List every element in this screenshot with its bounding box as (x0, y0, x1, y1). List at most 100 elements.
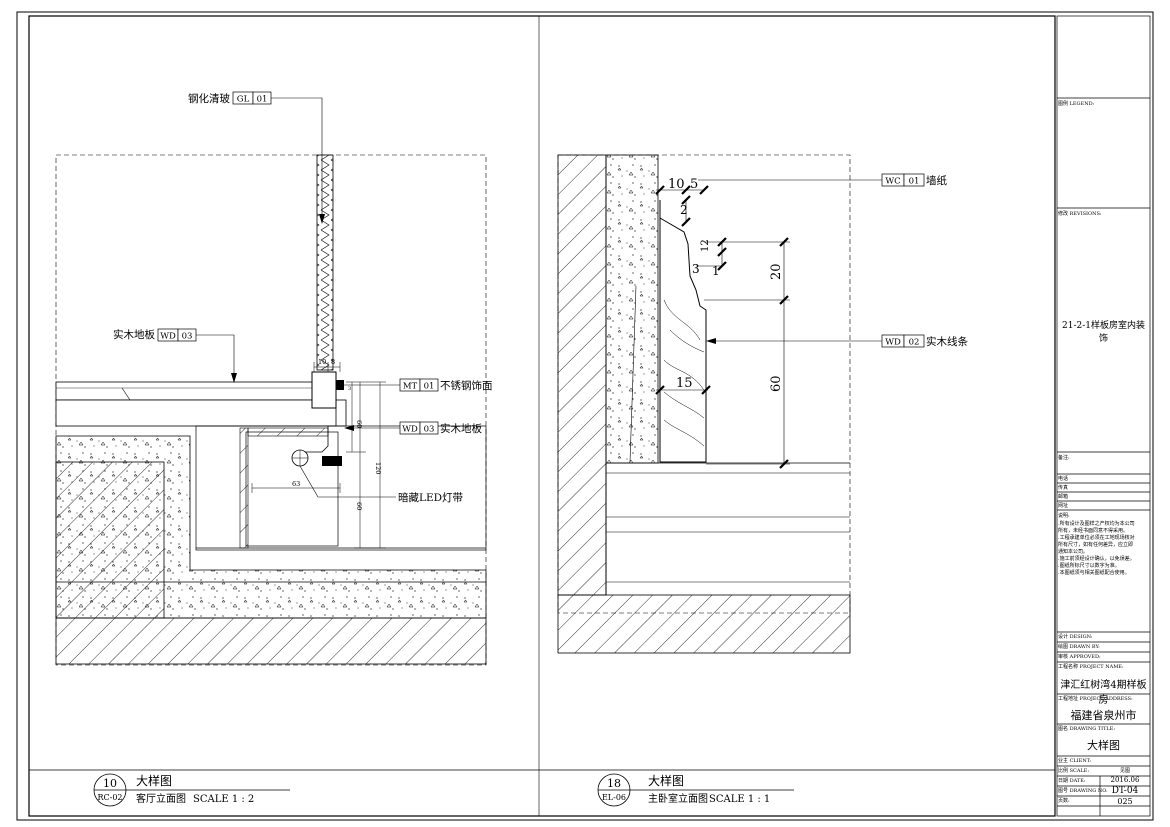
svg-text:5: 5 (690, 177, 698, 192)
sign-row-fax: 传真 (1058, 484, 1069, 491)
right-dimension-labels: 10 5 2 3 1 12 20 60 15 (668, 177, 784, 392)
drawn-label: 绘图 DRAWN BY: (1058, 644, 1100, 650)
drawing-frame (28, 15, 1056, 817)
svg-text:大样图: 大样图 (648, 773, 684, 788)
svg-text:EL-06: EL-06 (602, 793, 626, 802)
callout-led: 暗藏LED灯带 (299, 465, 463, 504)
svg-text:暗藏LED灯带: 暗藏LED灯带 (398, 491, 463, 504)
svg-text:60: 60 (355, 420, 363, 428)
page-label: 页数: (1058, 798, 1070, 804)
checked-label: 审核 APPROVED: (1058, 654, 1101, 660)
svg-text:120: 120 (374, 462, 382, 474)
right-dimensions (656, 189, 790, 465)
page-value: 025 (1117, 797, 1133, 806)
date-value: 2016.06 (1110, 776, 1140, 784)
left-title-tag: 10 RC-02 大样图 客厅立面图 SCALE 1 : 2 (93, 773, 290, 807)
svg-text:WD: WD (885, 338, 901, 348)
wood-floor-board (55, 381, 317, 401)
svg-text:钢化清玻: 钢化清玻 (188, 92, 230, 105)
callout-floor-top: 实木地板 WD 03 (113, 328, 237, 383)
svg-text:实木地板: 实木地板 (440, 422, 482, 435)
svg-text:01: 01 (257, 95, 268, 105)
svg-text:01: 01 (909, 177, 920, 187)
svg-text:03: 03 (182, 332, 193, 342)
note-line: .施工前须经设计确认，以免误差。 (1058, 556, 1135, 562)
svg-text:15: 15 (676, 376, 693, 391)
svg-text:WD: WD (160, 332, 176, 342)
callout-glass: 钢化清玻 GL 01 (188, 91, 325, 224)
right-dimension-ticks (655, 185, 789, 469)
notes-title: 说明: (1058, 513, 1070, 519)
wood-molding (659, 217, 707, 463)
svg-text:SCALE 1 : 2: SCALE 1 : 2 (193, 794, 254, 805)
project-address: 福建省泉州市 (1070, 709, 1137, 722)
svg-text:3: 3 (692, 262, 700, 276)
note-line: .工程承建单位必须在工地现场核对 (1058, 535, 1135, 541)
svg-text:墙纸: 墙纸 (926, 174, 947, 187)
note-line: 所有尺寸，如有任何差异，应立即 (1058, 542, 1134, 548)
drawing-title: 大样图 (1087, 739, 1120, 752)
note-line: 所有，未经书面同意不得采用。 (1058, 528, 1129, 534)
svg-text:02: 02 (909, 338, 920, 348)
left-detail: 钢化清玻 GL 01 实木地板 WD 03 MT 01 不锈钢饰面 (55, 91, 493, 666)
design-label: 设计 DESIGN: (1058, 634, 1093, 640)
callout-molding: WD 02 实木线条 (706, 334, 968, 348)
svg-text:12: 12 (700, 239, 711, 252)
svg-text:8: 8 (331, 358, 335, 366)
svg-text:18: 18 (607, 777, 621, 790)
svg-text:03: 03 (424, 425, 435, 435)
company-name: 21-2-1样板房室内装饰 (1062, 321, 1145, 344)
svg-text:RC-02: RC-02 (97, 793, 122, 802)
drawing-title-label: 图名 DRAWING TITLE: (1058, 726, 1116, 732)
project-address-label: 工程地址 PROJECT ADDRESS: (1058, 696, 1133, 702)
callout-steel: MT 01 不锈钢饰面 (344, 378, 493, 392)
callout-floor-right: WD 03 实木地板 (344, 421, 482, 435)
svg-text:01: 01 (424, 382, 435, 392)
sign-row-phone: 电话 (1058, 475, 1069, 482)
svg-text:60: 60 (769, 375, 784, 392)
svg-text:MT: MT (403, 382, 418, 392)
sign-row-web: 网址 (1058, 502, 1069, 509)
svg-text:63: 63 (292, 480, 300, 488)
drawing-no-label: 图号 DRAWING NO. (1058, 788, 1108, 794)
date-label: 日期 DATE: (1058, 778, 1086, 784)
svg-text:WD: WD (402, 425, 418, 435)
right-detail: WC 01 墙纸 WD 02 实木线条 (557, 154, 968, 654)
tempered-glass-panel (316, 154, 334, 371)
remark-label: 备注: (1058, 455, 1070, 461)
title-block-grid (1056, 15, 1151, 817)
svg-text:SCALE 1 : 1: SCALE 1 : 1 (709, 794, 770, 805)
svg-text:实木地板: 实木地板 (113, 328, 155, 341)
steel-trim (336, 380, 344, 390)
svg-text:10: 10 (103, 777, 117, 790)
note-line: .所有设计及图样之产权均为本公司 (1058, 521, 1135, 527)
svg-text:10: 10 (318, 358, 326, 366)
led-strip (322, 456, 342, 466)
svg-text:60: 60 (355, 502, 363, 510)
svg-text:不锈钢饰面: 不锈钢饰面 (440, 379, 493, 392)
svg-text:2: 2 (680, 203, 688, 217)
left-dimensions (251, 362, 386, 549)
left-dimension-labels: 10 8 3 60 120 63 60 (292, 358, 382, 510)
drawing-no: DT-04 (1111, 786, 1139, 796)
svg-text:大样图: 大样图 (136, 773, 172, 788)
note-line: .图纸所标尺寸以数字为准。 (1058, 563, 1120, 569)
sign-row-email: 邮箱 (1058, 493, 1069, 500)
client-label: 业主 CLIENT: (1058, 758, 1092, 764)
legend-label: 图例 LEGEND: (1058, 101, 1095, 107)
svg-text:1: 1 (712, 264, 720, 278)
svg-text:GL: GL (237, 95, 250, 105)
svg-text:主卧室立面图: 主卧室立面图 (648, 792, 708, 805)
project-name: 津汇红树湾4期样板房 (1060, 680, 1147, 706)
svg-text:实木线条: 实木线条 (926, 335, 968, 348)
note-line: 通知本公司。 (1058, 549, 1089, 555)
revisions-label: 修改 REVISIONS: (1058, 211, 1102, 217)
scale-value: 见图 (1119, 768, 1130, 774)
right-title-tag: 18 EL-06 大样图 主卧室立面图 SCALE 1 : 1 (597, 773, 794, 807)
callout-wallpaper: WC 01 墙纸 (698, 173, 947, 187)
svg-text:20: 20 (769, 263, 784, 280)
outer-border (16, 11, 1154, 821)
scale-label: 比例 SCALE: (1058, 768, 1090, 774)
project-name-label: 工程名称 PROJECT NAME: (1058, 664, 1124, 670)
